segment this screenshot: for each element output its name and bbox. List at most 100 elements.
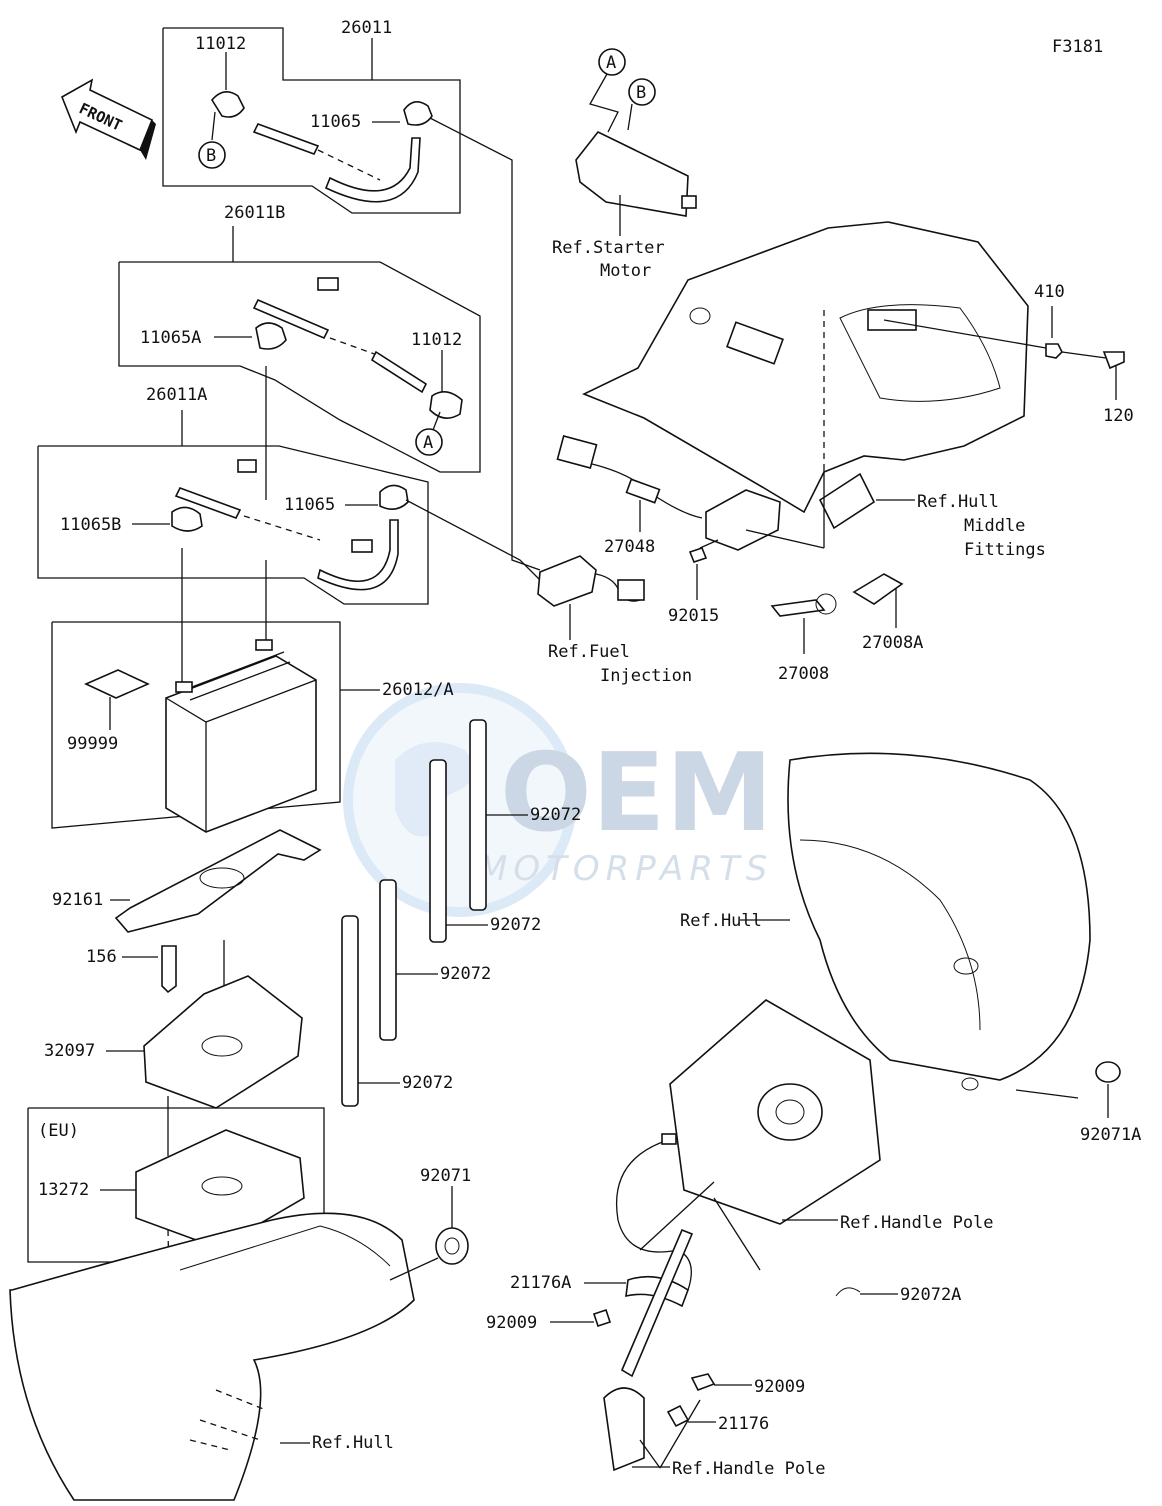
- marker-a-circle-top: [598, 48, 626, 76]
- callout-26012A: 26012/A: [382, 680, 454, 700]
- hull-middle-fittings: [582, 221, 1029, 514]
- connector-26011A-b-icon[interactable]: [351, 539, 373, 553]
- cable-26011A-loop[interactable]: [317, 519, 399, 591]
- starter-motor-group: A B Ref.Starter Motor: [552, 48, 697, 281]
- marker-a-top: A: [606, 53, 616, 73]
- marker-a-mid: A: [423, 433, 433, 453]
- strap-92072-b[interactable]: [429, 759, 447, 943]
- clip-92072A-icon[interactable]: [835, 1287, 861, 1297]
- strap-92072-d[interactable]: [341, 915, 359, 1107]
- control-module[interactable]: [705, 489, 781, 551]
- terminal-cover-icon[interactable]: [403, 101, 433, 126]
- handle-pole-boot: [757, 1083, 823, 1141]
- callout-32097: 32097: [44, 1041, 95, 1061]
- callout-92072-a: 92072: [530, 805, 581, 825]
- callout-27048: 27048: [604, 537, 655, 557]
- callout-92071: 92071: [420, 1166, 471, 1186]
- handle-pole-shaft: [620, 1228, 694, 1378]
- key-27008A[interactable]: [852, 573, 904, 605]
- relay-module[interactable]: [537, 555, 597, 607]
- cable-26011B[interactable]: [252, 298, 330, 340]
- callout-92009-a: 92009: [486, 1313, 537, 1333]
- terminal-cap-icon[interactable]: [211, 91, 245, 118]
- handle-pole-group: Ref.Handle Pole 21176A 92009 92009 21176…: [486, 999, 994, 1479]
- sensor-21176[interactable]: [666, 1404, 690, 1428]
- connector-27048-icon[interactable]: [556, 435, 598, 469]
- battery-cable-end-icon[interactable]: [252, 123, 320, 155]
- callout-92072-b: 92072: [490, 915, 541, 935]
- callout-27008: 27008: [778, 664, 829, 684]
- ref-hull-mid-line1: Ref.Hull: [917, 492, 999, 512]
- eu-label: (EU): [38, 1121, 79, 1141]
- group-26011B: 26011B 11065A 11012 A: [118, 203, 481, 500]
- callout-92161: 92161: [52, 890, 103, 910]
- sensor-connector-icon[interactable]: [661, 1133, 677, 1145]
- grommet-92071-group: 92071: [389, 1166, 471, 1281]
- callout-11065-top: 11065: [310, 112, 361, 132]
- group-26011A: 26011A 11065B 11065: [37, 385, 541, 605]
- tray-32097[interactable]: [143, 975, 303, 1109]
- callout-92072-c: 92072: [440, 964, 491, 984]
- ref-hull-bottom: Ref.Hull: [312, 1433, 394, 1453]
- straps-group: 92072 92072 92072 92072: [341, 719, 581, 1107]
- ref-hull-mid-line2: Middle: [964, 516, 1025, 536]
- callout-11065A: 11065A: [140, 328, 201, 348]
- battery-terminal-pos-icon: [255, 639, 273, 651]
- figure-id: F3181: [1052, 37, 1103, 57]
- ref-handle-pole-b: Ref.Handle Pole: [672, 1459, 826, 1479]
- nut-410-icon[interactable]: [1045, 343, 1063, 359]
- connector-26011A-icon[interactable]: [237, 459, 257, 473]
- cover-92161[interactable]: [114, 829, 322, 933]
- starter-shaft-icon: [681, 195, 697, 209]
- callout-11065-mid: 11065: [284, 495, 335, 515]
- watermark-sub-text: MOTORPARTS: [478, 849, 773, 889]
- callout-11012-top: 11012: [195, 34, 246, 54]
- battery-26012[interactable]: [165, 655, 317, 833]
- ref-hull-right: Ref.Hull: [680, 911, 762, 931]
- terminal-cover-11065-mid-icon[interactable]: [379, 484, 409, 510]
- grommet-92071A[interactable]: [1095, 1061, 1121, 1083]
- marker-b-right: B: [636, 83, 646, 103]
- battery-cable-26011[interactable]: [324, 137, 421, 203]
- callout-410: 410: [1034, 282, 1065, 302]
- strap-92072-a[interactable]: [469, 719, 487, 911]
- starter-motor[interactable]: [575, 130, 689, 217]
- screw-120-icon[interactable]: [1102, 351, 1125, 370]
- key-27008[interactable]: [770, 599, 826, 617]
- ref-handle-pole-a: Ref.Handle Pole: [840, 1213, 994, 1233]
- electrolyte-pack-99999[interactable]: [84, 669, 150, 699]
- callout-92071A: 92071A: [1080, 1125, 1141, 1145]
- hull-recess-icon: [726, 321, 784, 365]
- callout-92009-b: 92009: [754, 1377, 805, 1397]
- grommet-92071[interactable]: [435, 1227, 469, 1265]
- marker-b-circle-right: [628, 78, 656, 106]
- callout-27008A: 27008A: [862, 633, 923, 653]
- screw-92009-a-icon[interactable]: [592, 1308, 612, 1328]
- terminal-cap-11012-icon[interactable]: [429, 391, 463, 419]
- strap-92072-c[interactable]: [379, 879, 397, 1041]
- hull-bottom: Ref.Hull: [9, 1212, 415, 1501]
- hull-middle-group: Ref.Hull Middle Fittings 410 120: [582, 221, 1134, 560]
- hull-inspection-port-icon: [867, 309, 917, 331]
- callout-99999: 99999: [67, 734, 118, 754]
- eu-group: (EU) 13272: [27, 1107, 325, 1421]
- clip-92015-icon[interactable]: [688, 547, 708, 563]
- bracket-13272[interactable]: [135, 1129, 305, 1249]
- relay-connector-icon[interactable]: [617, 579, 645, 601]
- watermark: OEM MOTORPARTS: [343, 683, 773, 917]
- screw-92009-b-icon[interactable]: [690, 1373, 716, 1392]
- callout-120: 120: [1103, 406, 1134, 426]
- ref-starter-line1: Ref.Starter: [552, 238, 665, 258]
- group-26011: 26011 11012 B 11065: [162, 18, 541, 571]
- battery-group: 26012/A 99999: [51, 548, 454, 833]
- bolt-156-icon[interactable]: [161, 945, 177, 994]
- connector-icon[interactable]: [317, 277, 339, 291]
- cable-sleeve-icon: [625, 478, 661, 504]
- cable-end-icon[interactable]: [370, 350, 428, 394]
- cable-26011A[interactable]: [174, 487, 242, 519]
- terminal-cover-11065B-icon[interactable]: [171, 506, 203, 532]
- ref-fuel-line1: Ref.Fuel: [548, 642, 630, 662]
- terminal-cover-11065A-icon[interactable]: [255, 322, 287, 350]
